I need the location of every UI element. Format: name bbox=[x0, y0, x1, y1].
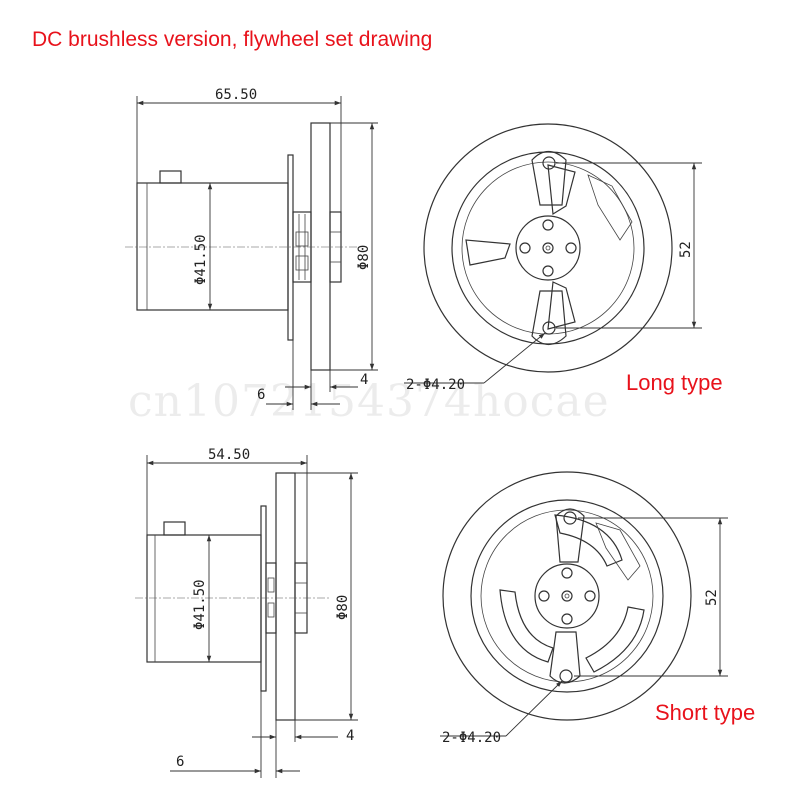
short-hub-face bbox=[534, 563, 600, 629]
short-mount-hole-bottom bbox=[559, 669, 573, 683]
long-hole-spacing-dim: 52 bbox=[678, 241, 694, 258]
long-mount-hole-bottom bbox=[542, 321, 556, 335]
short-wheel-outer bbox=[442, 471, 692, 721]
long-motor-body bbox=[136, 182, 289, 311]
long-side-view: 65.50 Φ41.50 Φ80 4 6 bbox=[125, 87, 378, 410]
short-motor-connector bbox=[163, 521, 186, 536]
short-hole-spec: 2-Φ4.20 bbox=[442, 730, 501, 746]
drawing-title: DC brushless version, flywheel set drawi… bbox=[32, 28, 433, 51]
watermark-text: cn1072154374hocae bbox=[128, 376, 610, 427]
long-arm-top bbox=[531, 150, 567, 206]
short-offset-dim: 6 bbox=[176, 754, 184, 770]
short-side-view: 54.50 Φ41.50 Φ80 4 6 bbox=[135, 447, 358, 778]
long-motor-connector bbox=[159, 170, 182, 184]
long-hub-face bbox=[515, 215, 581, 281]
short-front-view: 52 2-Φ4.20 bbox=[440, 471, 728, 746]
short-type-label: Short type bbox=[655, 700, 756, 725]
short-mount-hole-top bbox=[563, 511, 577, 525]
long-wheel-inner-rim bbox=[451, 151, 645, 345]
short-mount-flange bbox=[260, 505, 267, 692]
short-wheel-inner-rim bbox=[470, 499, 664, 693]
long-flywheel-disc bbox=[310, 122, 331, 371]
long-mount-hole-top bbox=[542, 156, 556, 170]
long-mount-flange bbox=[287, 154, 294, 341]
long-length-dim: 65.50 bbox=[215, 87, 257, 103]
long-type-label: Long type bbox=[626, 370, 723, 395]
long-thickness-dim: 4 bbox=[360, 372, 368, 388]
long-front-view: 52 2-Φ4.20 bbox=[404, 123, 702, 393]
short-wheel-dia-dim: Φ80 bbox=[335, 595, 351, 620]
long-wheel-dia-dim: Φ80 bbox=[356, 245, 372, 270]
long-wheel-outer bbox=[423, 123, 673, 373]
long-offset-dim: 6 bbox=[257, 387, 265, 403]
short-flywheel-disc bbox=[275, 472, 296, 721]
short-motor-dia-dim: Φ41.50 bbox=[192, 579, 208, 630]
short-hole-spacing-dim: 52 bbox=[704, 589, 720, 606]
long-motor-dia-dim: Φ41.50 bbox=[193, 234, 209, 285]
long-hole-spec: 2-Φ4.20 bbox=[406, 377, 465, 393]
short-thickness-dim: 4 bbox=[346, 728, 354, 744]
short-arm-top bbox=[555, 508, 585, 563]
short-length-dim: 54.50 bbox=[208, 447, 250, 463]
short-arm-bottom bbox=[549, 631, 581, 684]
